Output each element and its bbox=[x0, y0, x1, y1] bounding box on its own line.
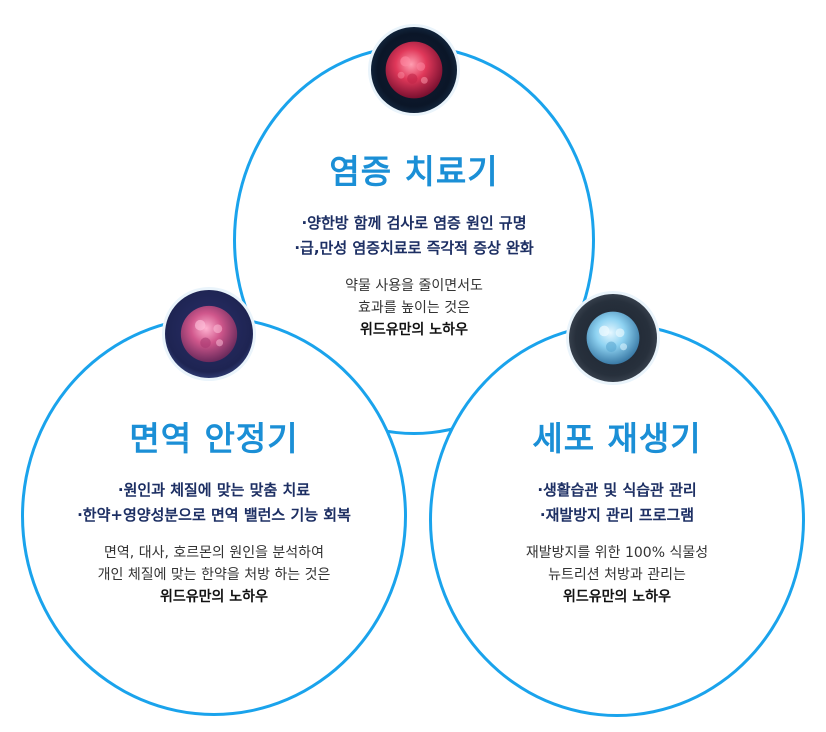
panel-title: 염증 치료기 bbox=[329, 152, 499, 191]
description-line: 효과를 높이는 것은 bbox=[358, 300, 470, 316]
inflammation-panel: 염증 치료기 ·양한방 함께 검사로 염증 원인 규명 ·급,만성 염증치료로 … bbox=[233, 145, 595, 341]
description: 약물 사용을 줄이면서도 효과를 높이는 것은 위드유만의 노하우 bbox=[233, 275, 595, 341]
description-line: 면역, 대사, 호르몬의 원인을 분석하여 bbox=[104, 545, 324, 561]
bullet-item: ·재발방지 관리 프로그램 bbox=[539, 506, 695, 524]
red-cell-icon bbox=[368, 24, 460, 116]
bullet-item: ·원인과 체질에 맞는 맞춤 치료 bbox=[117, 481, 311, 499]
blue-cell-icon bbox=[566, 291, 660, 385]
bullet-list: ·양한방 함께 검사로 염증 원인 규명 ·급,만성 염증치료로 즉각적 증상 … bbox=[233, 211, 595, 261]
panel-title: 면역 안정기 bbox=[129, 419, 299, 458]
bullet-item: ·양한방 함께 검사로 염증 원인 규명 bbox=[301, 214, 527, 232]
description-emphasis: 위드유만의 노하우 bbox=[563, 589, 671, 605]
panel-title: 세포 재생기 bbox=[532, 419, 702, 458]
regeneration-panel: 세포 재생기 ·생활습관 및 식습관 관리 ·재발방지 관리 프로그램 재발방지… bbox=[429, 412, 805, 608]
bullet-item: ·급,만성 염증치료로 즉각적 증상 완화 bbox=[294, 239, 534, 257]
description-line: 개인 체질에 맞는 한약을 처방 하는 것은 bbox=[97, 567, 331, 583]
description-line: 뉴트리션 처방과 관리는 bbox=[548, 567, 686, 583]
description: 면역, 대사, 호르몬의 원인을 분석하여 개인 체질에 맞는 한약을 처방 하… bbox=[21, 542, 407, 608]
bullet-item: ·한약+영양성분으로 면역 밸런스 기능 회복 bbox=[77, 506, 351, 524]
immunity-circle bbox=[21, 316, 407, 716]
bullet-list: ·원인과 체질에 맞는 맞춤 치료 ·한약+영양성분으로 면역 밸런스 기능 회… bbox=[21, 478, 407, 528]
pink-cell-icon bbox=[162, 287, 256, 381]
bullet-item: ·생활습관 및 식습관 관리 bbox=[537, 481, 697, 499]
description: 재발방지를 위한 100% 식물성 뉴트리션 처방과 관리는 위드유만의 노하우 bbox=[429, 542, 805, 608]
description-line: 재발방지를 위한 100% 식물성 bbox=[525, 545, 709, 561]
bullet-list: ·생활습관 및 식습관 관리 ·재발방지 관리 프로그램 bbox=[429, 478, 805, 528]
immunity-panel: 면역 안정기 ·원인과 체질에 맞는 맞춤 치료 ·한약+영양성분으로 면역 밸… bbox=[21, 412, 407, 608]
regeneration-circle bbox=[429, 323, 805, 717]
description-emphasis: 위드유만의 노하우 bbox=[160, 589, 268, 605]
description-emphasis: 위드유만의 노하우 bbox=[360, 322, 468, 338]
description-line: 약물 사용을 줄이면서도 bbox=[345, 278, 483, 294]
